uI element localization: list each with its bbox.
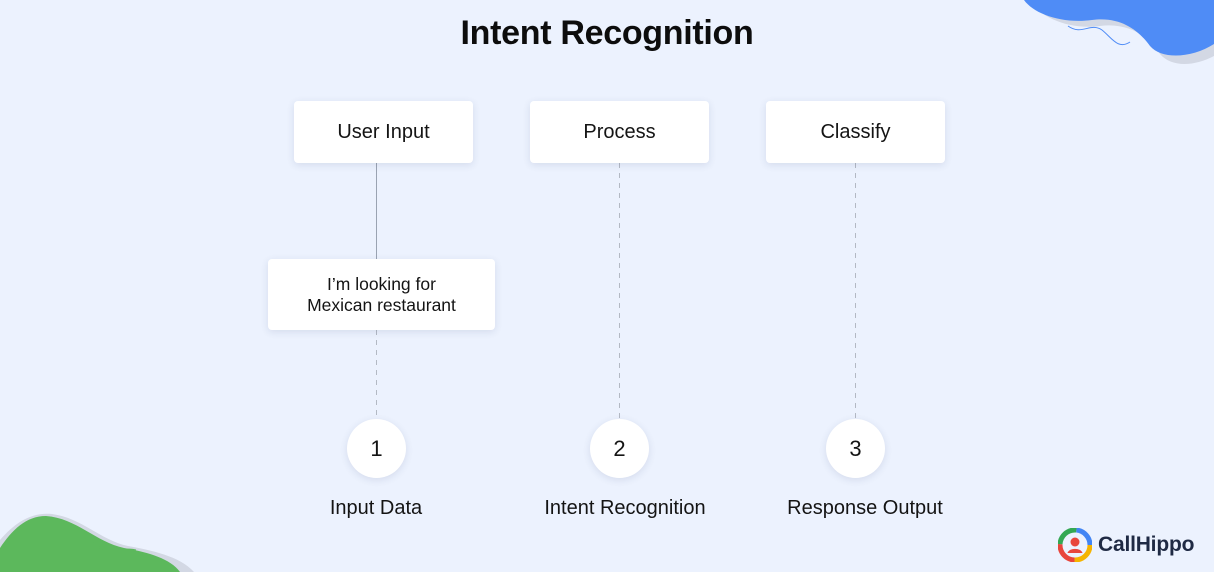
step-number: 2	[613, 435, 626, 461]
step-box-label: Classify	[820, 120, 891, 143]
step-box-label: Process	[583, 120, 656, 143]
callhippo-logo-icon	[1058, 528, 1092, 562]
step-box-process: Process	[530, 101, 709, 163]
top-right-blob	[1024, 0, 1214, 56]
step-caption-input-data: Input Data	[329, 497, 423, 519]
step-caption-response-output: Response Output	[787, 497, 943, 519]
step-box-classify: Classify	[766, 101, 945, 163]
step-number: 3	[849, 435, 862, 461]
step-number-circle-3: 3	[826, 419, 885, 478]
example-line-2: Mexican restaurant	[307, 294, 456, 315]
top-right-wave-line	[1067, 25, 1131, 46]
step-caption-intent-recognition: Intent Recognition	[544, 497, 706, 519]
step-box-label: User Input	[337, 120, 430, 143]
diagram-title: Intent Recognition	[460, 14, 754, 52]
bottom-left-wave-line	[69, 534, 137, 553]
example-input-box: I’m looking for Mexican restaurant	[268, 259, 495, 330]
brand-logo: CallHippo	[1058, 528, 1194, 562]
brand-name: CallHippo	[1098, 533, 1195, 556]
step-number-circle-1: 1	[347, 419, 406, 478]
step-number-circle-2: 2	[590, 419, 649, 478]
bottom-left-blob	[0, 516, 180, 572]
step-number: 1	[370, 435, 383, 461]
example-line-1: I’m looking for	[327, 273, 436, 294]
step-box-user-input: User Input	[294, 101, 473, 163]
